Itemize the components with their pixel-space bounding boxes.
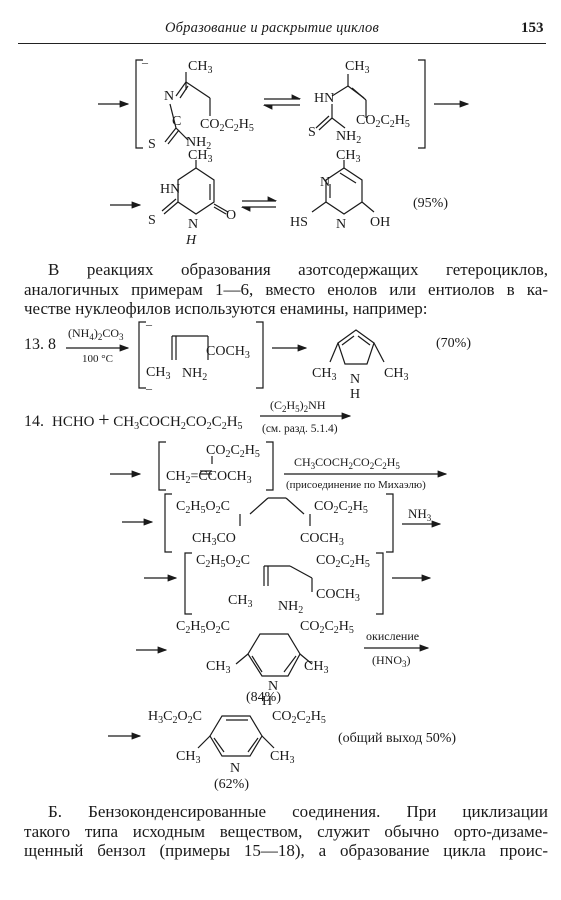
svg-text:CH3: CH3: [206, 659, 230, 676]
svg-text:CH3: CH3: [228, 593, 252, 610]
svg-text:(NH4)2CO3: (NH4)2CO3: [68, 326, 124, 342]
svg-text:CO2C2H5: CO2C2H5: [356, 113, 410, 130]
yield-95: (95%): [413, 196, 448, 211]
header-rule: [18, 43, 546, 44]
scheme-top-row2: [110, 160, 375, 215]
svg-text:100 °C: 100 °C: [82, 353, 113, 365]
svg-text:13. 8: 13. 8: [24, 336, 56, 353]
bracket-right-13: [256, 321, 264, 389]
svg-text:S: S: [148, 213, 156, 228]
svg-text:CH3: CH3: [176, 749, 200, 766]
svg-text:COCH3: COCH3: [206, 344, 250, 361]
svg-text:NH2: NH2: [336, 129, 361, 146]
svg-text:N: N: [336, 217, 346, 232]
svg-text:NH2: NH2: [186, 135, 211, 152]
svg-text:‒: ‒: [141, 55, 149, 69]
example-13-labels: 13. 8 (NH4)2CO3 100 °C ‒ CH3 NH2 COCH3 ‒…: [24, 317, 471, 402]
svg-text:CH3: CH3: [345, 59, 369, 76]
svg-text:CH3: CH3: [188, 59, 212, 76]
svg-text:CH3: CH3: [336, 148, 360, 165]
svg-text:CO2C2H5: CO2C2H5: [314, 499, 368, 516]
svg-text:(C2H5)2NH: (C2H5)2NH: [270, 398, 326, 414]
svg-text:H: H: [262, 694, 272, 709]
example-14-labels: 14. HCHO + CH3COCH2CO2C2H5 (C2H5)2NH (см…: [24, 398, 456, 792]
bracket-right-1: [418, 59, 426, 149]
svg-text:H3C2O2C: H3C2O2C: [148, 709, 202, 726]
svg-text:CO2C2H5: CO2C2H5: [300, 619, 354, 636]
svg-text:OH: OH: [370, 215, 390, 230]
svg-text:CH3: CH3: [384, 366, 408, 383]
svg-text:N: N: [350, 372, 360, 387]
example-13-structures: [66, 321, 385, 389]
svg-text:CH3: CH3: [270, 749, 294, 766]
svg-text:NH3: NH3: [408, 506, 432, 523]
running-header-title: Образование и раскрытие циклов: [165, 20, 379, 36]
svg-text:CO2C2H5: CO2C2H5: [200, 117, 254, 134]
svg-text:CH3: CH3: [146, 365, 170, 382]
svg-text:O: O: [226, 208, 236, 223]
svg-text:COCH3: COCH3: [300, 531, 344, 548]
svg-text:C: C: [172, 114, 181, 129]
svg-text:HN: HN: [314, 91, 334, 106]
svg-text:H: H: [350, 387, 360, 402]
svg-text:14.: 14.: [24, 413, 44, 430]
svg-text:C2H5O2C: C2H5O2C: [176, 499, 230, 516]
svg-text:CH3: CH3: [312, 366, 336, 383]
svg-text:(присоединение по Михаэлю): (присоединение по Михаэлю): [286, 479, 426, 491]
page-number: 153: [521, 20, 544, 36]
svg-text:‒: ‒: [145, 381, 153, 395]
svg-text:HCHO + CH3COCH2CO2C2H5: HCHO + CH3COCH2CO2C2H5: [52, 409, 243, 432]
svg-text:CH3CO: CH3CO: [192, 531, 236, 548]
svg-text:‒: ‒: [145, 317, 153, 331]
svg-text:CH2=CCOCH3: CH2=CCOCH3: [166, 469, 252, 486]
svg-text:S: S: [308, 125, 316, 140]
svg-text:N: N: [320, 175, 330, 190]
svg-text:NH2: NH2: [182, 366, 207, 383]
svg-text:HS: HS: [290, 215, 308, 230]
svg-text:COCH3: COCH3: [316, 587, 360, 604]
svg-text:C2H5O2C: C2H5O2C: [196, 553, 250, 570]
svg-text:NH2: NH2: [278, 599, 303, 616]
bracket-left-13: [138, 321, 146, 389]
paragraph-enamines: В реакциях образования азотсодержащих ге…: [24, 260, 548, 319]
svg-text:HN: HN: [160, 182, 180, 197]
svg-text:N: N: [230, 761, 240, 776]
svg-text:окисление: окисление: [366, 629, 419, 643]
svg-text:N: N: [164, 89, 174, 104]
svg-text:H: H: [185, 233, 197, 248]
svg-text:CO2C2H5: CO2C2H5: [316, 553, 370, 570]
svg-text:S: S: [148, 137, 156, 152]
yield-62: (62%): [214, 777, 249, 792]
paragraph-benzo: Б. Бензоконденсированные соединения. При…: [24, 802, 548, 861]
svg-text:C2H5O2C: C2H5O2C: [176, 619, 230, 636]
svg-text:N: N: [268, 679, 278, 694]
svg-text:N: N: [188, 217, 198, 232]
svg-text:CH3: CH3: [304, 659, 328, 676]
overall-yield: (общий выход 50%): [338, 731, 456, 746]
scheme-top-row1-labels: ‒ CH3 N C CO2C2H5 S NH2 CH3 HN CO2C2H5 S…: [141, 55, 410, 152]
scheme-top-row2-labels: CH3 HN O S N H CH3 N HS N OH (95%): [148, 148, 448, 248]
bracket-left-1: [135, 59, 143, 149]
svg-text:CO2C2H5: CO2C2H5: [206, 443, 260, 460]
yield-84: (84%): [246, 690, 281, 705]
svg-text:CO2C2H5: CO2C2H5: [272, 709, 326, 726]
svg-text:(70%): (70%): [436, 336, 471, 351]
example-14-structures: [108, 412, 448, 757]
svg-text:CH3COCH2CO2C2H5: CH3COCH2CO2C2H5: [294, 455, 400, 471]
scheme-top-row1: [98, 59, 470, 149]
svg-text:CH3: CH3: [188, 148, 212, 165]
svg-text:(см. разд. 5.1.4): (см. разд. 5.1.4): [262, 423, 338, 435]
svg-text:(HNO3): (HNO3): [372, 653, 411, 669]
